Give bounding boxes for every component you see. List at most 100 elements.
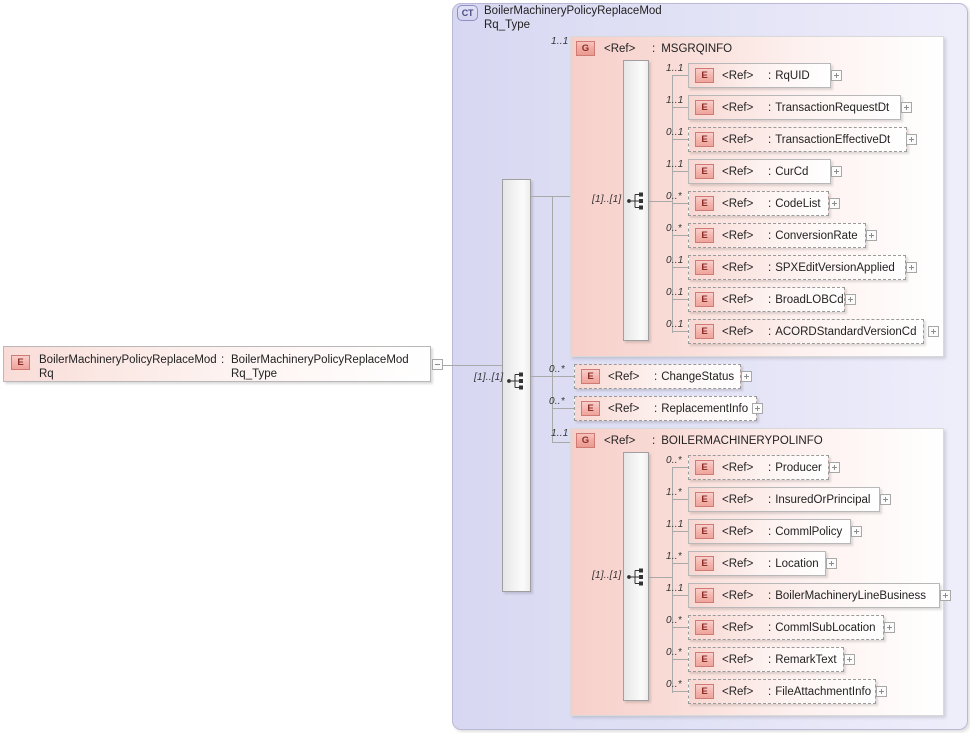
node-location[interactable]: E <Ref> : Location xyxy=(688,551,826,576)
connector-root-to-sequence xyxy=(443,365,503,366)
element-tag-icon: E xyxy=(695,684,714,699)
node-ref-label: <Ref> xyxy=(722,101,754,114)
node-name-acordstandardversioncd: ACORDStandardVersionCd xyxy=(775,325,917,338)
node-rquid[interactable]: E <Ref> : RqUID xyxy=(688,63,831,88)
node-transactionrequestdt[interactable]: E <Ref> : TransactionRequestDt xyxy=(688,95,901,120)
element-tag-icon: E xyxy=(695,460,714,475)
group-tag-icon: G xyxy=(576,433,595,448)
expand-toggle-transactionrequestdt[interactable] xyxy=(901,102,912,113)
expand-toggle-curcd[interactable] xyxy=(831,166,842,177)
node-changestatus[interactable]: E <Ref> : ChangeStatus xyxy=(574,364,741,389)
node-name-codelist: CodeList xyxy=(775,197,821,210)
child-cardinality-producer: 0..* xyxy=(666,455,682,466)
node-insuredorprincipal[interactable]: E <Ref> : InsuredOrPrincipal xyxy=(688,487,880,512)
child-cardinality-rquid: 1..1 xyxy=(666,63,684,74)
node-commlsublocation[interactable]: E <Ref> : CommlSubLocation xyxy=(688,615,884,640)
polinfo-sequence-cardinality: [1]..[1] xyxy=(592,570,622,581)
node-commlpolicy[interactable]: E <Ref> : CommlPolicy xyxy=(688,519,851,544)
node-colon: : xyxy=(768,493,772,506)
expand-toggle-broadlobcd[interactable] xyxy=(845,294,856,305)
node-codelist[interactable]: E <Ref> : CodeList xyxy=(688,191,829,216)
connector-child-7 xyxy=(672,299,688,300)
node-acordstandardversioncd[interactable]: E <Ref> : ACORDStandardVersionCd xyxy=(688,319,924,344)
expand-toggle-boilermachinerylinebusiness[interactable] xyxy=(940,590,951,601)
node-colon: : xyxy=(768,653,772,666)
group-msgrqinfo-name: MSGRQINFO xyxy=(661,42,733,55)
node-colon: : xyxy=(768,165,772,178)
child-cardinality-conversionrate: 0..* xyxy=(666,223,682,234)
node-boilermachinerylinebusiness[interactable]: E <Ref> : BoilerMachineryLineBusiness xyxy=(688,583,940,608)
connector-child-2 xyxy=(672,139,688,140)
expand-toggle-commlpolicy[interactable] xyxy=(851,526,862,537)
node-ref-label: <Ref> xyxy=(722,621,754,634)
node-broadlobcd[interactable]: E <Ref> : BroadLOBCd xyxy=(688,287,845,312)
node-ref-label: <Ref> xyxy=(722,69,754,82)
expand-toggle-location[interactable] xyxy=(826,558,837,569)
node-conversionrate[interactable]: E <Ref> : ConversionRate xyxy=(688,223,866,248)
expand-toggle-acordstandardversioncd[interactable] xyxy=(928,326,939,337)
element-tag-icon: E xyxy=(695,620,714,635)
child-cardinality-codelist: 0..* xyxy=(666,191,682,202)
expand-toggle-producer[interactable] xyxy=(829,462,840,473)
element-tag-icon: E xyxy=(695,492,714,507)
connector-polinfo-child-1 xyxy=(672,499,688,500)
expand-toggle-transactioneffectivedt[interactable] xyxy=(906,134,917,145)
node-remarktext[interactable]: E <Ref> : RemarkText xyxy=(688,647,844,672)
node-name-replacementinfo: ReplacementInfo xyxy=(661,402,749,415)
node-producer[interactable]: E <Ref> : Producer xyxy=(688,455,829,480)
node-curcd[interactable]: E <Ref> : CurCd xyxy=(688,159,831,184)
node-spxeditversionapplied[interactable]: E <Ref> : SPXEditVersionApplied xyxy=(688,255,906,280)
group-msgrqinfo-header[interactable]: G <Ref> : MSGRQINFO xyxy=(576,41,732,56)
root-collapse-toggle[interactable] xyxy=(432,359,443,370)
connector-trunk xyxy=(552,196,553,442)
child-cardinality-boilermachinerylinebusiness: 1..1 xyxy=(666,583,684,594)
expand-toggle-commlsublocation[interactable] xyxy=(884,622,895,633)
expand-toggle-rquid[interactable] xyxy=(831,70,842,81)
node-colon: : xyxy=(768,525,772,538)
connector-polinfo-trunk xyxy=(672,467,673,693)
group-boilermachinerypolinfo-name: BOILERMACHINERYPOLINFO xyxy=(661,434,823,447)
connector-child-1 xyxy=(672,107,688,108)
node-name-transactionrequestdt: TransactionRequestDt xyxy=(775,101,890,114)
node-fileattachmentinfo[interactable]: E <Ref> : FileAttachmentInfo xyxy=(688,679,876,704)
node-name-remarktext: RemarkText xyxy=(775,653,837,666)
node-ref-label: <Ref> xyxy=(722,461,754,474)
node-colon: : xyxy=(768,685,772,698)
child-cardinality-transactionrequestdt: 1..1 xyxy=(666,95,684,106)
polinfo-sequence-compositor-icon xyxy=(627,568,643,586)
group-boilermachinerypolinfo-header[interactable]: G <Ref> : BOILERMACHINERYPOLINFO xyxy=(576,433,823,448)
child-cardinality-insuredorprincipal: 1..* xyxy=(666,487,682,498)
node-name-conversionrate: ConversionRate xyxy=(775,229,858,242)
child-cardinality-replacementinfo: 0..* xyxy=(549,396,565,407)
node-transactioneffectivedt[interactable]: E <Ref> : TransactionEffectiveDt xyxy=(688,127,907,152)
expand-toggle-fileattachmentinfo[interactable] xyxy=(876,686,887,697)
node-colon: : xyxy=(768,133,772,146)
node-replacementinfo[interactable]: E <Ref> : ReplacementInfo xyxy=(574,396,757,421)
connector-polinfo-child-3 xyxy=(672,563,688,564)
child-cardinality-commlsublocation: 0..* xyxy=(666,615,682,626)
node-colon: : xyxy=(654,402,658,415)
expand-toggle-insuredorprincipal[interactable] xyxy=(880,494,891,505)
node-name-rquid: RqUID xyxy=(775,69,810,82)
expand-toggle-conversionrate[interactable] xyxy=(866,230,877,241)
node-colon: : xyxy=(768,461,772,474)
element-tag-icon: E xyxy=(695,556,714,571)
expand-toggle-codelist[interactable] xyxy=(829,198,840,209)
connector-polinfo-child-5 xyxy=(672,627,688,628)
element-tag-icon: E xyxy=(695,68,714,83)
node-ref-label: <Ref> xyxy=(608,370,640,383)
connector-polinfo-child-0 xyxy=(672,467,688,468)
expand-toggle-replacementinfo[interactable] xyxy=(752,403,763,414)
node-ref-label: <Ref> xyxy=(722,685,754,698)
node-colon: : xyxy=(768,197,772,210)
node-ref-label: <Ref> xyxy=(722,229,754,242)
group-ref-label: <Ref> xyxy=(604,434,636,447)
node-name-fileattachmentinfo: FileAttachmentInfo xyxy=(775,685,872,698)
expand-toggle-spxeditversionapplied[interactable] xyxy=(906,262,917,273)
expand-toggle-remarktext[interactable] xyxy=(844,654,855,665)
group-boilermachinerypolinfo-cardinality: 1..1 xyxy=(551,428,569,439)
node-colon: : xyxy=(768,101,772,114)
expand-toggle-changestatus[interactable] xyxy=(741,371,752,382)
element-tag-icon: E xyxy=(695,588,714,603)
